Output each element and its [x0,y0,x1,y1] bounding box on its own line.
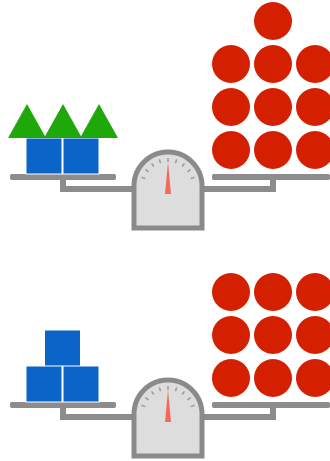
right-pan [212,402,330,408]
scale-dial [134,152,202,228]
triangle-block [80,104,118,138]
circle-weight [254,273,292,311]
circle-weight [254,45,292,83]
square-block [63,366,99,402]
square-block [45,330,81,366]
circle-weight [254,2,292,40]
triangle-block [8,104,46,138]
circle-weight [296,273,330,311]
right-pan [212,174,330,180]
circle-weight [212,273,250,311]
square-block [26,366,62,402]
circle-weight [296,131,330,169]
circle-weight [296,359,330,397]
scale-top [8,2,330,228]
circle-weight [212,45,250,83]
circle-weight [254,131,292,169]
square-block [26,138,62,174]
circle-weight [296,316,330,354]
scale-dial [134,380,202,456]
circle-weight [296,45,330,83]
circle-weight [296,88,330,126]
square-block [63,138,99,174]
circle-weight [254,88,292,126]
circle-weight [212,359,250,397]
left-pan [10,402,116,408]
triangle-block [44,104,82,138]
circle-weight [212,131,250,169]
circle-weight [212,88,250,126]
scale-bottom [10,273,330,456]
left-pan [10,174,116,180]
circle-weight [254,359,292,397]
circle-weight [254,316,292,354]
circle-weight [212,316,250,354]
